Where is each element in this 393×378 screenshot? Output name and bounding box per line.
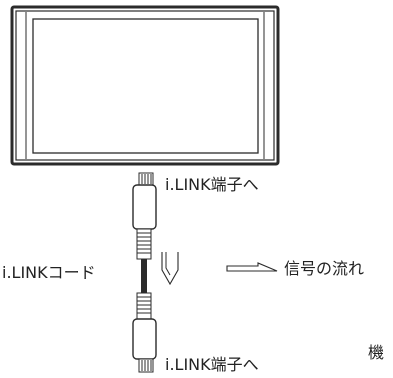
signal-flow-legend-arrow-icon xyxy=(226,262,278,272)
bottom-plug-pins xyxy=(138,358,154,373)
tv-display xyxy=(10,5,280,166)
bottom-plug-strain-relief xyxy=(136,292,152,320)
tv-bezel xyxy=(15,10,275,161)
signal-flow-down-arrow-icon xyxy=(161,252,179,286)
tv-outer-frame xyxy=(10,5,280,166)
signal-flow-label: 信号の流れ xyxy=(284,259,365,278)
top-terminal-label: i.LINK端子へ xyxy=(165,175,259,194)
bottom-plug-body xyxy=(132,318,157,360)
signal-flow-down-arrow-shaft xyxy=(165,252,171,276)
bottom-terminal-label: i.LINK端子へ xyxy=(165,355,259,374)
bottom-plug xyxy=(132,292,157,373)
cable-line xyxy=(141,259,147,293)
cable-label: i.LINKコード xyxy=(2,263,96,282)
connected-device-label-fragment: 機 xyxy=(368,343,385,362)
top-plug-pins xyxy=(138,172,154,186)
top-plug xyxy=(132,172,157,260)
top-plug-body xyxy=(132,184,157,230)
top-plug-strain-relief xyxy=(136,228,152,260)
tv-screen xyxy=(32,18,259,154)
